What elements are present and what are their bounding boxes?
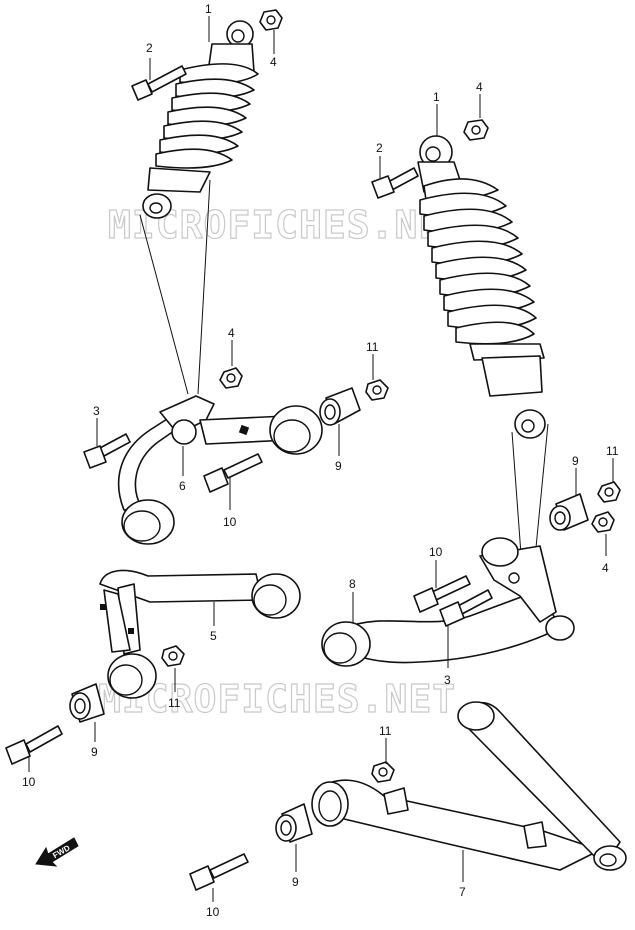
- callout-9: 9: [292, 875, 299, 889]
- arm-8: [321, 537, 575, 667]
- callout-2: 2: [376, 141, 383, 155]
- callout-11: 11: [168, 696, 181, 710]
- arm-7: [311, 701, 627, 871]
- nut-4-left-top: [259, 9, 283, 31]
- bolt-3-right: [439, 589, 493, 627]
- bushing-9-bottom: [275, 803, 313, 843]
- shock-absorber-left: [139, 20, 259, 395]
- bolt-10-bottom: [189, 853, 249, 891]
- bolt-3-left: [83, 433, 131, 469]
- callout-10: 10: [223, 515, 237, 529]
- bushing-9-upper: [319, 387, 361, 426]
- callout-6: 6: [179, 479, 186, 493]
- callout-11: 11: [379, 724, 392, 738]
- callout-4: 4: [270, 55, 277, 69]
- fwd-arrow-icon: FWD: [35, 837, 79, 867]
- callout-4: 4: [476, 80, 483, 94]
- callout-9: 9: [572, 454, 579, 468]
- callout-11: 11: [366, 340, 379, 354]
- bolt-10-upper: [203, 453, 263, 493]
- arm-5: [99, 569, 301, 699]
- callout-10: 10: [22, 775, 36, 789]
- nut-11-bottom: [371, 761, 395, 783]
- callout-7: 7: [459, 885, 466, 899]
- watermark-bottom: MICROFICHES.NET: [98, 677, 456, 721]
- callout-9: 9: [91, 745, 98, 759]
- nut-11-upper: [365, 379, 389, 401]
- callout-5: 5: [210, 629, 217, 643]
- bolt-10-right: [413, 575, 471, 613]
- callout-1: 1: [205, 2, 212, 16]
- nut-4-right-top: [463, 119, 489, 141]
- nut-11-right: [597, 481, 621, 503]
- bolt-10-mid: [5, 725, 63, 765]
- callout-1: 1: [433, 90, 440, 104]
- callout-2: 2: [146, 41, 153, 55]
- callouts: 1 2 4 1 4 2 4 11 3 6 9 10 9 11 10 4 8: [22, 2, 619, 919]
- arm-6: [117, 395, 323, 545]
- bolt-2-left: [131, 65, 187, 101]
- callout-10: 10: [429, 545, 443, 559]
- callout-11: 11: [606, 444, 619, 458]
- callout-4: 4: [602, 561, 609, 575]
- callout-8: 8: [349, 577, 356, 591]
- nut-11-mid: [161, 645, 185, 667]
- callout-9: 9: [335, 459, 342, 473]
- callout-3: 3: [444, 673, 451, 687]
- callout-3: 3: [93, 404, 100, 418]
- bushing-9-mid: [69, 683, 105, 723]
- nut-4-left-mid: [219, 367, 243, 389]
- shock-absorber-right: [417, 135, 549, 569]
- callout-4: 4: [228, 326, 235, 340]
- bushing-9-right: [549, 493, 589, 531]
- bolt-2-right: [371, 167, 419, 199]
- callout-10: 10: [206, 905, 220, 919]
- nut-4-right-mid: [591, 511, 615, 533]
